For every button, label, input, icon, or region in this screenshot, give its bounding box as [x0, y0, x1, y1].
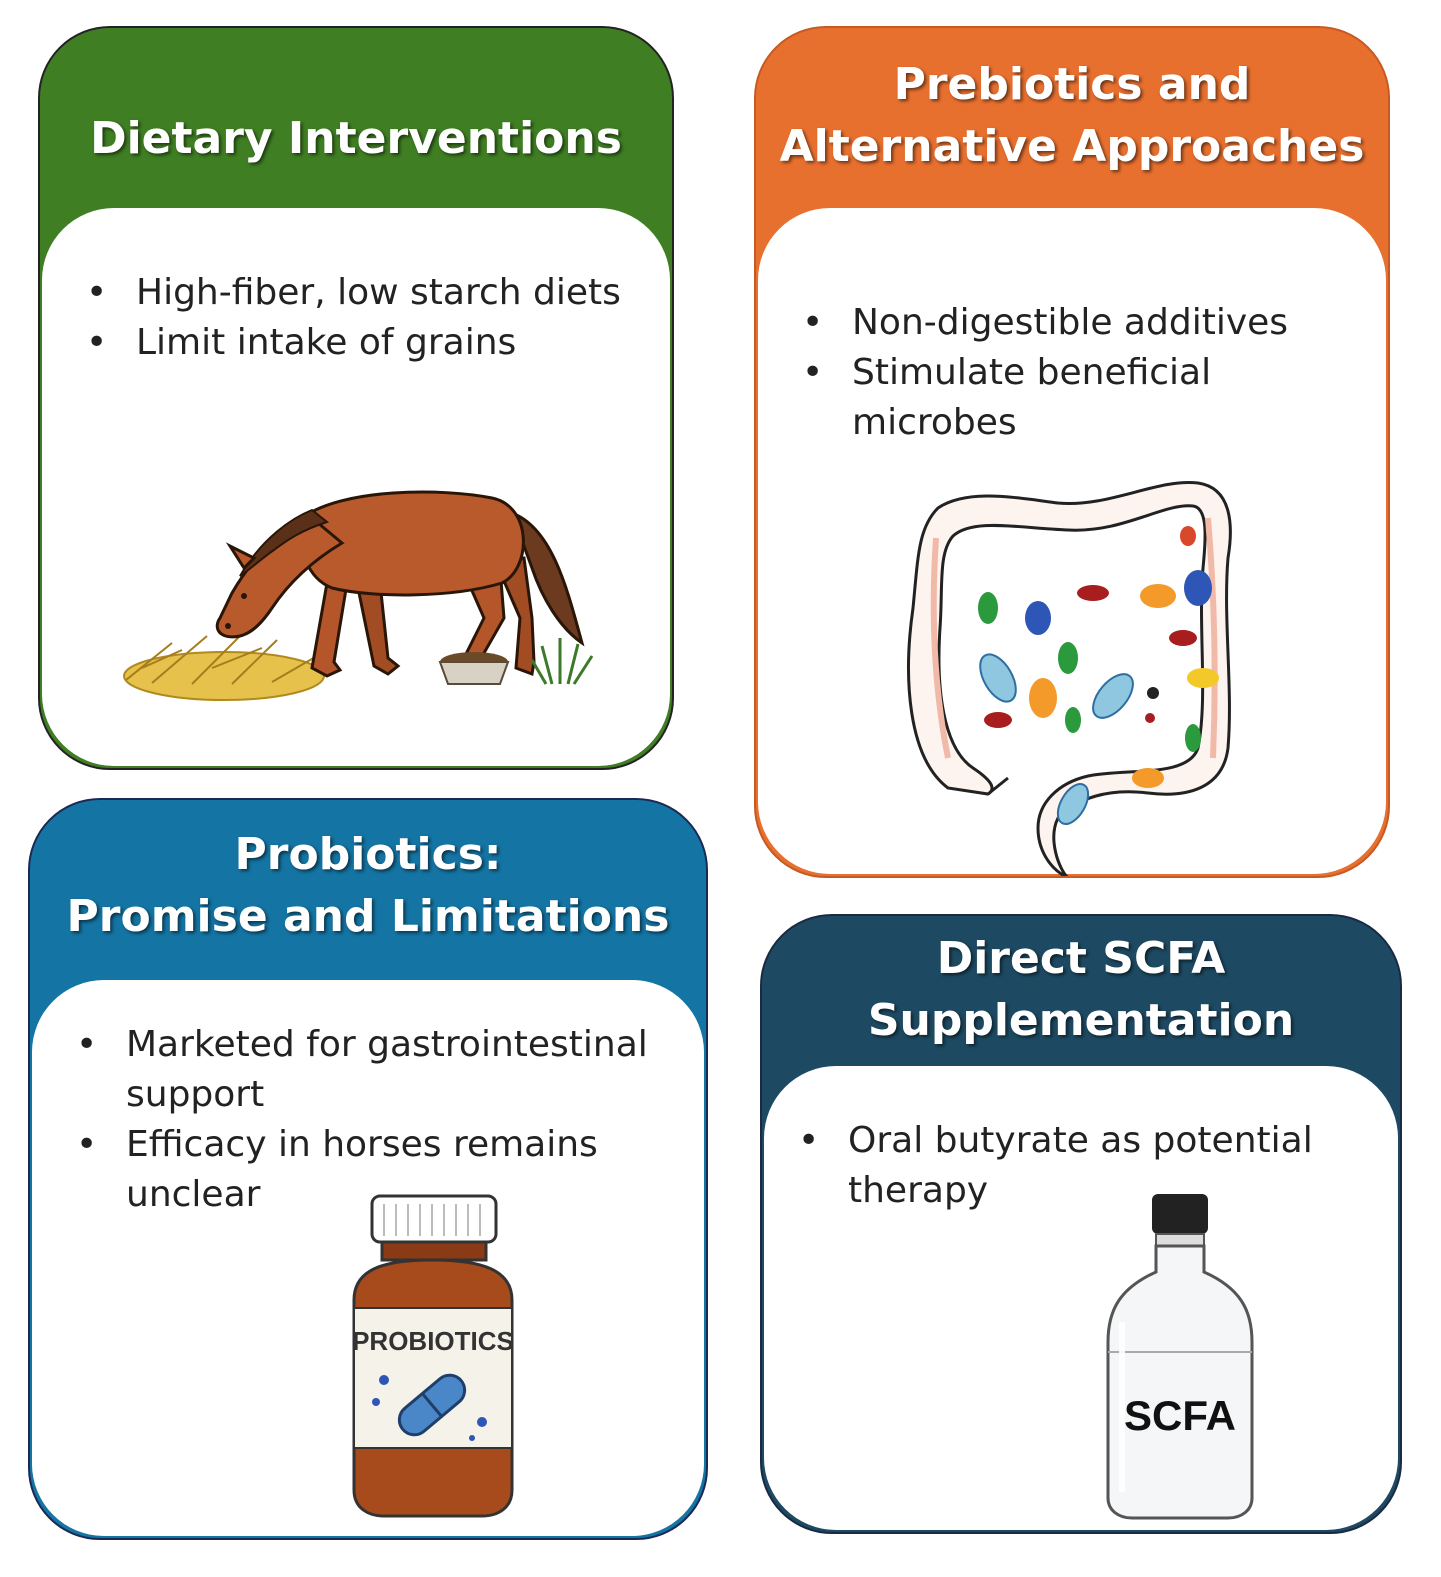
bottle-label: PROBIOTICS: [352, 1326, 514, 1356]
bullet-list: Non-digestible additives Stimulate benef…: [802, 298, 1342, 448]
card-title-line: Probiotics:: [234, 829, 502, 880]
feed-bowl-icon: [438, 652, 510, 685]
card-title-line: Supplementation: [867, 995, 1295, 1046]
card-direct-scfa-supplementation: Direct SCFA Supplementation Oral butyrat…: [760, 914, 1402, 1534]
bullet-item: Non-digestible additives: [802, 298, 1342, 348]
card-probiotics-promise-limitations: Probiotics: Promise and Limitations Mark…: [28, 798, 708, 1540]
grazing-horse-illustration: [123, 490, 594, 701]
bullet-list: Marketed for gastrointestinal support Ef…: [76, 1020, 676, 1220]
card-title: Direct SCFA Supplementation: [762, 928, 1400, 1052]
bullet-item: High-fiber, low starch diets: [86, 268, 646, 318]
bullet-list: High-fiber, low starch diets Limit intak…: [86, 268, 646, 368]
microbe-icons: [978, 526, 1219, 825]
grass-tuft-icon: [530, 638, 594, 685]
card-title: Prebiotics and Alternative Approaches: [756, 54, 1388, 178]
bottle-label: SCFA: [1124, 1392, 1236, 1439]
probiotic-bottle-illustration: PROBIOTICS: [352, 1194, 514, 1518]
bullet-item: Oral butyrate as potential therapy: [798, 1116, 1358, 1216]
card-dietary-interventions: Dietary Interventions High-fiber, low st…: [38, 26, 674, 770]
card-title-line: Alternative Approaches: [779, 121, 1365, 172]
bullet-list: Oral butyrate as potential therapy: [798, 1116, 1358, 1216]
card-body: High-fiber, low starch diets Limit intak…: [42, 208, 670, 766]
hay-pile-icon: [123, 633, 325, 701]
bullet-item: Limit intake of grains: [86, 318, 646, 368]
card-title: Probiotics: Promise and Limitations: [30, 824, 706, 948]
card-title-line: Prebiotics and: [893, 59, 1251, 110]
scfa-bottle-illustration: SCFA: [1106, 1194, 1254, 1520]
card-title-line: Promise and Limitations: [66, 891, 670, 942]
card-body: Oral butyrate as potential therapy SCFA: [764, 1066, 1398, 1530]
card-prebiotics-alternatives: Prebiotics and Alternative Approaches No…: [754, 26, 1390, 878]
capsule-icon: [397, 1373, 467, 1437]
bullet-item: Efficacy in horses remains unclear: [76, 1120, 676, 1220]
card-title-line: Direct SCFA: [936, 933, 1226, 984]
card-title: Dietary Interventions: [90, 113, 622, 164]
intestine-microbes-illustration: [907, 480, 1232, 876]
card-body: Non-digestible additives Stimulate benef…: [758, 208, 1386, 876]
bullet-item: Stimulate beneficial microbes: [802, 348, 1342, 448]
bullet-item: Marketed for gastrointestinal support: [76, 1020, 676, 1120]
card-body: Marketed for gastrointestinal support Ef…: [32, 980, 704, 1536]
